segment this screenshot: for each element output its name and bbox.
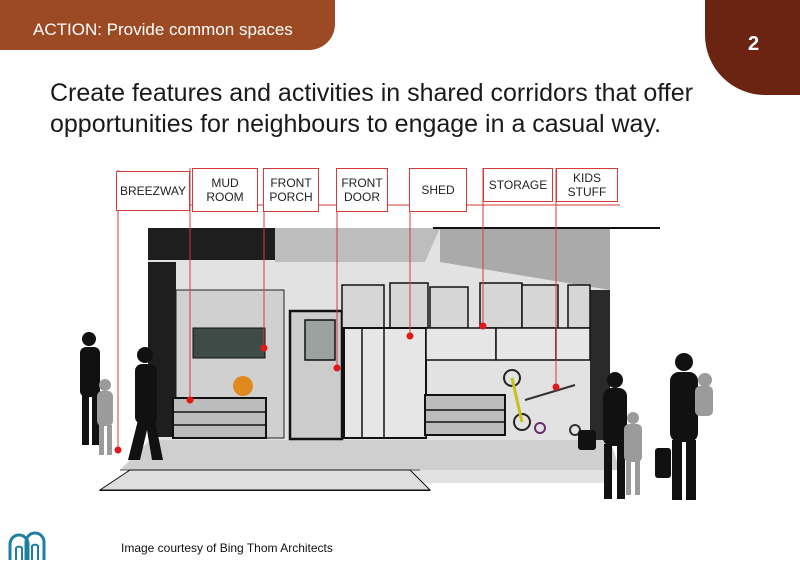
label-front-porch: FRONT PORCH: [263, 168, 319, 212]
people-silhouettes: [80, 332, 713, 500]
action-banner: [0, 0, 335, 50]
image-credit: Image courtesy of Bing Thom Architects: [121, 541, 333, 555]
label-front-door: FRONT DOOR: [336, 168, 388, 212]
page-number: 2: [748, 33, 760, 55]
action-title: ACTION: Provide common spaces: [33, 20, 293, 39]
corridor-structure: [98, 227, 660, 491]
label-mud-room: MUD ROOM: [192, 168, 258, 212]
corridor-illustration: [80, 168, 713, 500]
logo-icon: [8, 531, 46, 560]
callout-dots: [114, 322, 560, 454]
label-kids-stuff: KIDS STUFF: [556, 168, 618, 202]
label-storage: STORAGE: [483, 168, 553, 202]
label-breezway: BREEZWAY: [116, 171, 190, 211]
slide-headline: Create features and activities in shared…: [50, 79, 693, 138]
label-shed: SHED: [409, 168, 467, 212]
